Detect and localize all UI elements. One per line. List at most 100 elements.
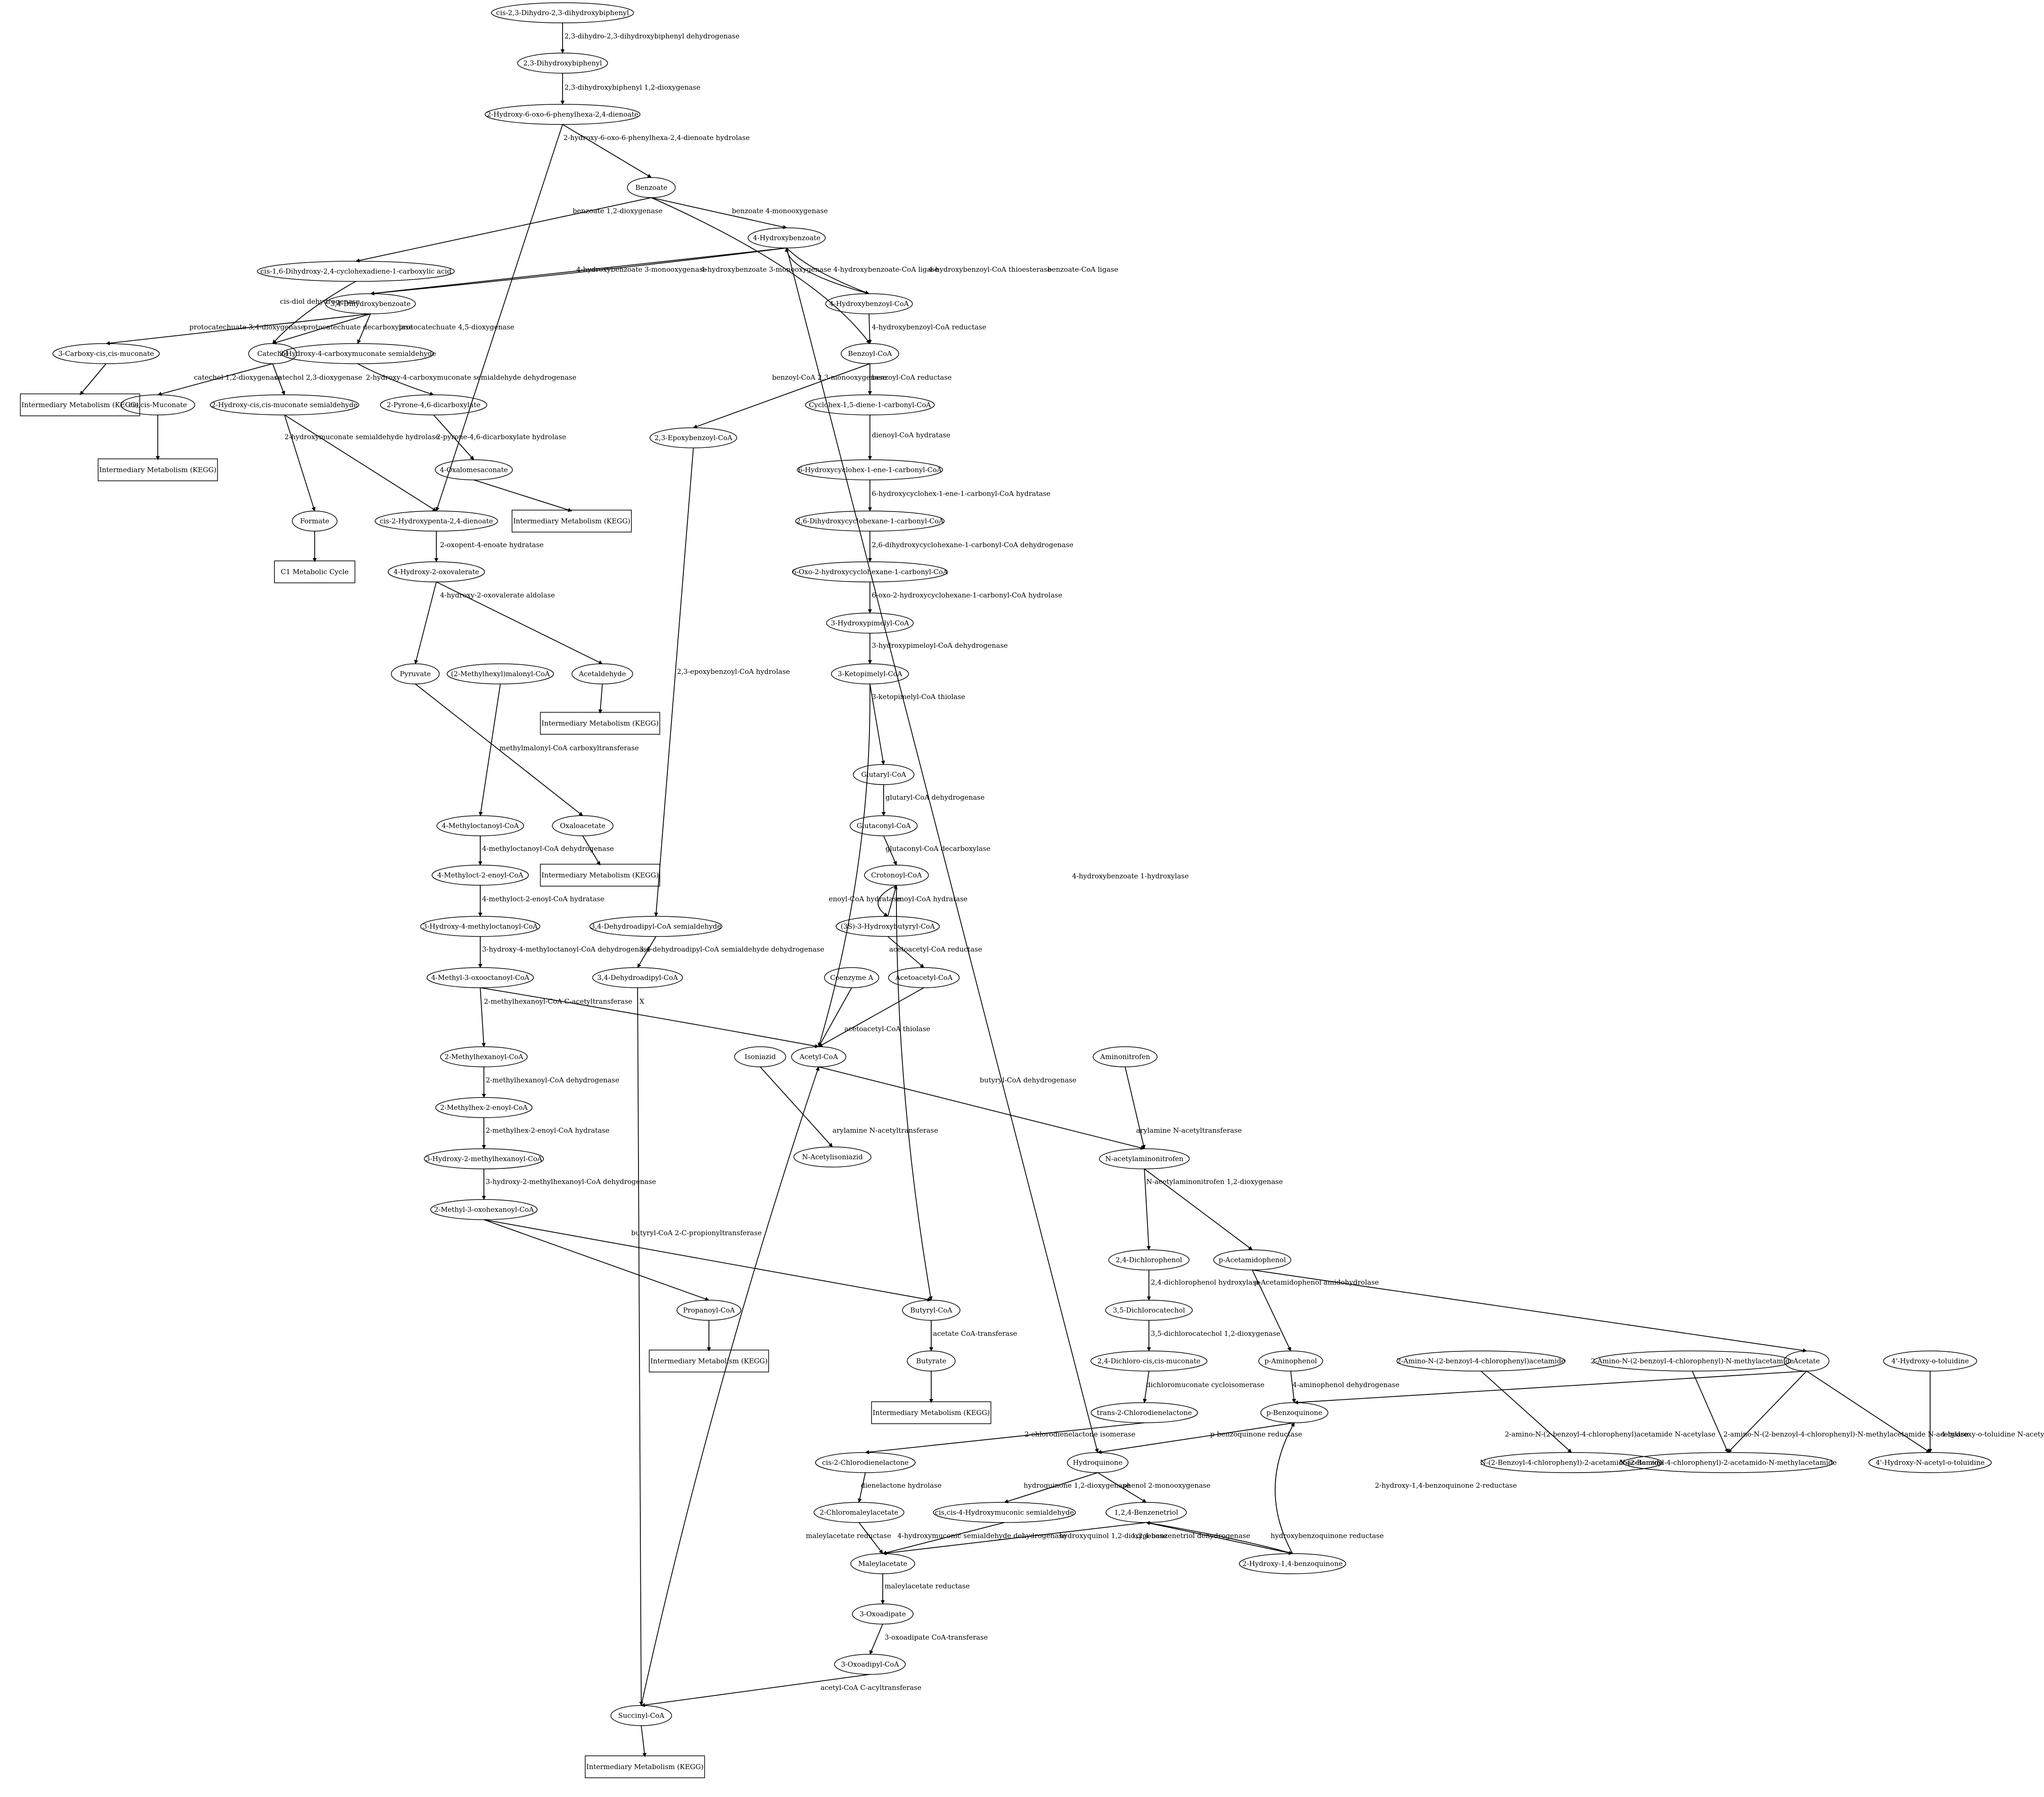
pathway-edge <box>106 313 371 345</box>
pathway-edge <box>858 1472 866 1503</box>
edge-label: butyryl-CoA dehydrogenase <box>980 1076 1077 1084</box>
edge-label: p-benzoquinone reductase <box>1210 1430 1302 1438</box>
node-ellipse <box>1093 1046 1158 1067</box>
node-box <box>20 393 140 416</box>
node-ellipse <box>791 1046 847 1067</box>
node-ellipse <box>797 459 943 480</box>
node-ellipse <box>1090 1402 1198 1423</box>
node-ellipse <box>1260 1402 1329 1423</box>
pathway-node: 2-Hydroxy-4-carboxymuconate semialdehyde <box>279 343 436 364</box>
pathway-edge <box>637 936 656 968</box>
pathway-node: 3,5-Dichlorocatechol <box>1105 1300 1193 1321</box>
pathway-node: 4-Oxalomesaconate <box>435 459 513 480</box>
pathway-node: 6-Oxo-2-hydroxycyclohexane-1-carbonyl-Co… <box>792 561 948 582</box>
edge-label: phenol 2-monooxygenase <box>1122 1481 1211 1490</box>
node-label: 4-Methyl-3-oxooctanoyl-CoA <box>431 974 530 982</box>
node-ellipse <box>120 394 195 415</box>
pathway-node: 4-Hydroxy-2-oxovalerate <box>387 561 485 582</box>
pathway-edge <box>272 281 356 344</box>
pathway-node: 4'-Hydroxy-N-acetyl-o-toluidine <box>1868 1452 1992 1473</box>
edge-label: 4-hydroxybenzoate 1-hydroxylase <box>1072 872 1189 880</box>
edge-label: 2-hydroxy-6-oxo-6-phenylhexa-2,4-dienoat… <box>563 134 750 142</box>
pathway-node: 2-Amino-N-(2-benzoyl-4-chlorophenyl)acet… <box>1396 1350 1566 1372</box>
node-label: 3-Oxoadipate <box>859 1610 906 1618</box>
node-ellipse <box>1593 1350 1792 1372</box>
pathway-node: Aminonitrofen <box>1093 1046 1158 1067</box>
node-ellipse <box>907 1350 956 1372</box>
node-ellipse <box>391 663 440 684</box>
pathway-edge <box>654 447 694 917</box>
edge-label: protocatechuate 3,4-dioxygenase <box>189 323 305 331</box>
node-label: Acetate <box>1793 1357 1820 1365</box>
node-ellipse <box>933 1502 1076 1523</box>
node-label: 2-Hydroxy-1,4-benzoquinone <box>1242 1560 1342 1568</box>
edge-label: benzoate 4-monooxygenase <box>732 207 828 215</box>
pathway-edge <box>693 363 870 429</box>
edge-label: 3-oxoadipate CoA-transferase <box>885 1633 988 1641</box>
edge-label: 2,6-dihydroxycyclohexane-1-carbonyl-CoA … <box>872 541 1073 549</box>
node-ellipse <box>1213 1249 1292 1270</box>
node-ellipse <box>852 1603 914 1625</box>
pathway-edge <box>357 313 371 344</box>
node-ellipse <box>571 663 633 684</box>
pathway-node: 3,4-Dehydroadipyl-CoA semialdehyde <box>589 916 723 937</box>
pathway-edge <box>1144 1168 1151 1250</box>
pathway-edge <box>786 247 1099 1453</box>
pathway-edge <box>786 247 869 295</box>
node-ellipse <box>281 343 434 364</box>
node-ellipse <box>825 293 913 314</box>
node-label: 3-Ketopimelyl-CoA <box>837 670 902 678</box>
node-ellipse <box>1883 1350 1977 1372</box>
node-ellipse <box>1067 1452 1129 1473</box>
node-label: 4-Methyloctanoyl-CoA <box>442 822 519 830</box>
pathway-edge <box>272 313 371 344</box>
node-label: p-Aminophenol <box>1265 1357 1317 1365</box>
pathway-node: 2-Methylhexanoyl-CoA <box>440 1046 528 1067</box>
pathway-node: (2-Methylhexyl)malonyl-CoA <box>446 663 554 684</box>
node-label: Acetyl-CoA <box>799 1053 838 1061</box>
node-ellipse <box>747 227 826 248</box>
node-ellipse <box>424 1148 544 1169</box>
pathway-node: 2-Pyrone-4,6-dicarboxylate <box>380 394 488 415</box>
node-ellipse <box>1108 1249 1190 1270</box>
node-label: 2,4-Dichlorophenol <box>1116 1256 1182 1264</box>
pathway-node: N-(2-Benzoyl-4-chlorophenyl)-2-acetamido… <box>1619 1452 1837 1473</box>
node-label: 4'-Hydroxy-N-acetyl-o-toluidine <box>1876 1458 1985 1467</box>
edge-label: 2-amino-N-(2-benzoyl-4-chlorophenyl)-N-m… <box>1723 1430 1969 1438</box>
node-ellipse <box>52 343 160 364</box>
node-label: 2,6-Dihydroxycyclohexane-1-carbonyl-CoA <box>796 517 944 525</box>
pathway-node: p-Acetamidophenol <box>1213 1249 1292 1270</box>
edge-label: 4-methyloctanoyl-CoA dehydrogenase <box>482 845 614 853</box>
pathway-edge <box>887 936 924 968</box>
pathway-edge <box>478 683 501 816</box>
edge-label: 3,4-dehydroadipyl-CoA semialdehyde dehyd… <box>639 945 824 953</box>
pathway-node: 3-Oxoadipate <box>852 1603 914 1625</box>
pathway-node: Glutaconyl-CoA <box>849 815 918 836</box>
pathway-edge <box>882 1522 1147 1555</box>
node-ellipse <box>426 967 534 988</box>
pathway-node: Intermediary Metabolism (KEGG) <box>540 712 660 735</box>
pathway-node: Benzoyl-CoA <box>841 343 899 364</box>
node-label: Oxaloacetate <box>560 822 606 830</box>
node-ellipse <box>836 916 940 937</box>
edge-label: 6-hydroxycyclohex-1-ene-1-carbonyl-CoA h… <box>872 490 1051 498</box>
node-ellipse <box>826 613 914 634</box>
edge-label: 2,3-epoxybenzoyl-CoA hydrolase <box>677 667 790 676</box>
node-ellipse <box>552 815 614 836</box>
pathway-node: 2-Amino-N-(2-benzoyl-4-chlorophenyl)-N-m… <box>1591 1350 1794 1372</box>
edge-label: catechol 1,2-dioxygenase <box>194 373 282 382</box>
edge-label: 4-hydroxybenzoate 3-monooxygenase <box>701 265 831 274</box>
edge-label: X <box>639 997 644 1006</box>
pathway-node: Pyruvate <box>391 663 440 684</box>
pathway-node: (3S)-3-Hydroxybutyryl-CoA <box>836 916 940 937</box>
pathway-edge <box>818 987 924 1047</box>
node-box <box>871 1401 992 1424</box>
node-label: Acetoacetyl-CoA <box>895 974 952 982</box>
edge-label: 2-hydroxy-4-carboxymuconate semialdehyde… <box>366 373 576 382</box>
pathway-edge <box>1097 1422 1295 1454</box>
node-ellipse <box>850 1553 915 1574</box>
pathway-node: 4'-Hydroxy-o-toluidine <box>1883 1350 1977 1372</box>
pathway-edge <box>877 885 897 917</box>
edge-label: arylamine N-acetyltransferase <box>1136 1126 1242 1135</box>
